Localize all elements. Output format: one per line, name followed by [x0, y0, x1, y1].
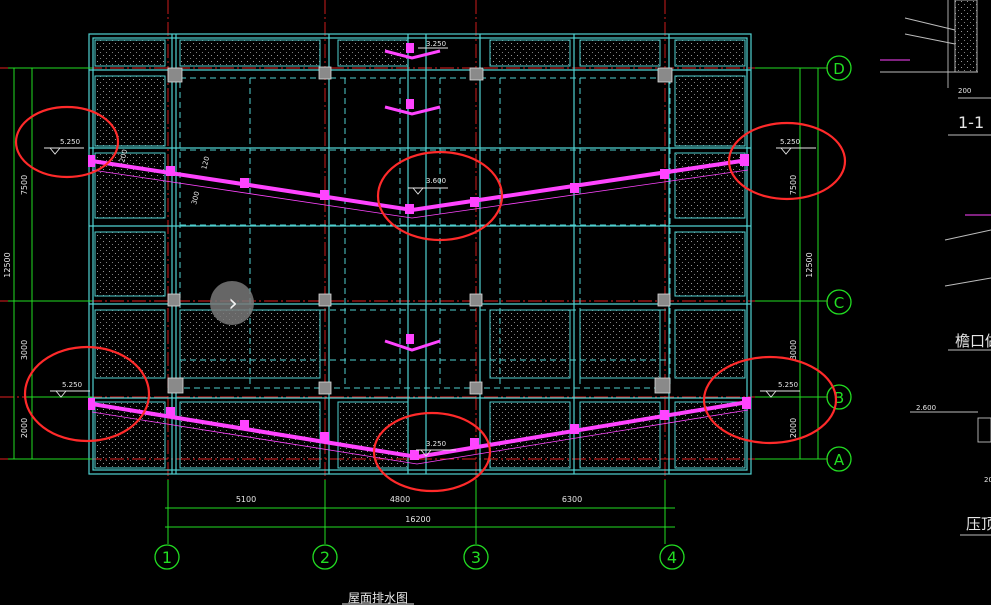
columns — [167, 66, 673, 395]
slope-label-200: 200 — [118, 149, 129, 164]
axis-label-4: 4 — [667, 548, 677, 567]
axis-label-B: B — [834, 389, 844, 407]
right-dim-total: 12500 — [805, 252, 814, 277]
right-dim-7500: 7500 — [789, 175, 798, 195]
elev-bottom-center: 3.250 — [426, 440, 446, 448]
coping-detail-label: 压顶 — [966, 515, 991, 533]
total-dim: 16200 — [405, 515, 430, 524]
eave-detail-label: 檐口做 — [955, 332, 991, 350]
left-dim-2000: 2000 — [20, 418, 29, 438]
left-dim-3000: 3000 — [20, 340, 29, 360]
elev-top-left: 5.250 — [60, 138, 80, 146]
bay-dim-3: 6300 — [562, 495, 582, 504]
gutter-outlets — [88, 43, 751, 460]
elev-bottom-right: 5.250 — [778, 381, 798, 389]
section-1-1-label: 1-1 — [958, 113, 984, 132]
detail-dim-20: 20 — [984, 476, 991, 484]
detail-magenta — [880, 59, 991, 216]
bay-dim-1: 5100 — [236, 495, 256, 504]
left-dim-total: 12500 — [3, 252, 12, 277]
detail-elev-2600: 2.600 — [916, 404, 936, 412]
detail-drawings — [880, 0, 991, 536]
right-dim-2000: 2000 — [789, 418, 798, 438]
drawing-title: 屋面排水图 — [348, 591, 408, 605]
right-dimension-chain — [755, 67, 826, 460]
axis-bubbles — [154, 55, 852, 570]
left-dim-7500: 7500 — [20, 175, 29, 195]
axis-label-3: 3 — [471, 548, 481, 567]
elev-top-vertex: 3.250 — [426, 40, 446, 48]
axis-label-2: 2 — [320, 548, 330, 567]
bottom-dimension-chain — [165, 480, 675, 544]
elevation-marks — [44, 47, 816, 457]
elev-bottom-left: 5.250 — [62, 381, 82, 389]
hatched-panels — [94, 39, 746, 469]
slope-label-120: 120 — [200, 156, 211, 171]
slope-label-300: 300 — [190, 191, 201, 206]
structure-outline — [88, 33, 752, 475]
detail-dim-200: 200 — [958, 87, 971, 95]
elev-top-center: 3.600 — [426, 177, 446, 185]
dashed-beams — [179, 77, 671, 389]
elev-top-right: 5.250 — [780, 138, 800, 146]
bay-dim-2: 4800 — [390, 495, 410, 504]
axis-label-A: A — [834, 451, 845, 469]
axis-label-C: C — [834, 294, 844, 312]
highlight-circles — [14, 105, 847, 493]
axis-label-D: D — [833, 60, 845, 78]
axis-label-1: 1 — [162, 548, 172, 567]
chevron-right-icon: › — [228, 289, 238, 317]
right-dim-3000: 3000 — [789, 340, 798, 360]
next-image-button[interactable]: › — [210, 281, 254, 325]
left-dimension-chain — [8, 67, 92, 460]
